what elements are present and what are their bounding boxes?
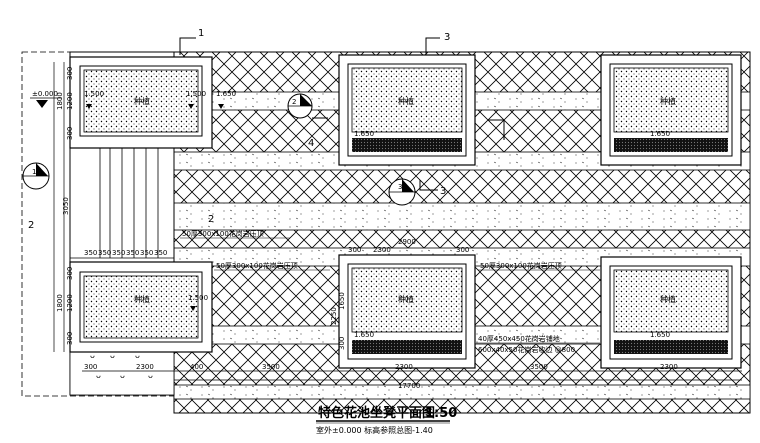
- col-dim-1: 350: [84, 249, 97, 257]
- note-2: 50厚300x100花岗岩压顶: [216, 261, 298, 270]
- section-mark-3-num: 3: [398, 183, 402, 191]
- note-5: 600x40x50花岗岩收边 @800: [478, 345, 575, 354]
- planter-1-label: 种植: [134, 96, 150, 106]
- planter-dims: 2900 2300 300 300 2250 1650 300: [330, 238, 469, 350]
- elev-tag-4: 1.500: [188, 294, 208, 302]
- planter-dim-inner: 2300: [373, 246, 391, 254]
- planter-2-elev: 1.650: [354, 130, 374, 138]
- section-mark-2-num: 2: [292, 98, 296, 106]
- elevation-tags: 1.500 1.500 1.650 1.500: [84, 90, 236, 311]
- elevation-marker: ±0.000: [30, 90, 62, 108]
- left-dimension-chain: [53, 62, 65, 352]
- grass-symbols: ᴗ ᴗ ᴗ ᴗ ᴗ ᴗ: [90, 351, 153, 380]
- planter-dim-side-r: 300: [456, 246, 469, 254]
- col-dim-5: 350: [140, 249, 153, 257]
- planter-dim-outer: 2900: [398, 238, 416, 246]
- section-mark-3-label: 3: [440, 186, 446, 197]
- planter-5-elev: 1.650: [354, 331, 374, 339]
- left-dim-9: 300: [66, 332, 74, 345]
- left-dim-8: 1200: [66, 294, 74, 312]
- bottom-dim-2: 2300: [136, 363, 154, 371]
- drawing-subtitle: 室外±0.000 标高参照总图-1.40: [316, 425, 433, 435]
- section-mark-2: 2: [287, 93, 328, 119]
- svg-text:ᴗ: ᴗ: [135, 351, 140, 360]
- left-dim-6: 300: [66, 267, 74, 280]
- elev-tag-1: 1.500: [84, 90, 104, 98]
- callout-3: 3: [444, 32, 450, 43]
- bottom-dim-1: 300: [84, 363, 97, 371]
- callout-4: 4: [308, 138, 314, 149]
- svg-text:ᴗ: ᴗ: [148, 371, 153, 380]
- section-mark-1-num: 1: [32, 168, 36, 176]
- planter-2: 种植 1.650: [338, 54, 476, 166]
- left-dim-2: 1800: [56, 92, 64, 110]
- left-dim-4: 300: [66, 127, 74, 140]
- bottom-dim-6: 3500: [530, 363, 548, 371]
- planter-3-elev: 1.650: [650, 130, 670, 138]
- bottom-dim-7: 2300: [660, 363, 678, 371]
- col-dim-2: 350: [98, 249, 111, 257]
- bottom-dim-4: 3500: [262, 363, 280, 371]
- planter-dim-h2: 1650: [338, 292, 346, 310]
- planter-dim-h1: 2250: [330, 307, 338, 325]
- svg-text:ᴗ: ᴗ: [120, 371, 125, 380]
- svg-text:ᴗ: ᴗ: [90, 351, 95, 360]
- total-dim: 17700: [398, 382, 420, 390]
- planter-4-label: 种植: [134, 294, 150, 304]
- elevation-marker-text: ±0.000: [32, 90, 58, 98]
- section-mark-1-label: 2: [28, 220, 34, 231]
- planter-5-label: 种植: [398, 294, 414, 304]
- note-3: 50厚300x100花岗岩压顶: [480, 261, 562, 270]
- elev-tag-3: 1.650: [216, 90, 236, 98]
- material-notes: 50厚300x100花岗岩压顶 50厚300x100花岗岩压顶 50厚300x1…: [180, 229, 600, 354]
- note-1: 50厚300x100花岗岩压顶: [182, 229, 264, 238]
- planter-5: 种植 1.650: [338, 254, 476, 369]
- svg-text:ᴗ: ᴗ: [110, 351, 115, 360]
- column-dims: 350 350 350 350 350 350: [84, 249, 167, 257]
- title-block: 特色花池坐凳平面图 1:50 室外±0.000 标高参照总图-1.40: [316, 405, 457, 435]
- planter-6: 种植 1.650: [600, 256, 742, 369]
- planter-3: 种植 1.650: [600, 54, 742, 166]
- planter-3-label: 种植: [660, 96, 676, 106]
- left-dim-7: 1800: [56, 294, 64, 312]
- planter-6-label: 种植: [660, 294, 676, 304]
- section-cut-right: [488, 119, 505, 140]
- planter-4: 种植: [69, 261, 213, 353]
- planter-dim-h3: 300: [338, 337, 346, 350]
- planter-dim-side-l: 300: [348, 246, 361, 254]
- col-dim-6: 350: [154, 249, 167, 257]
- col-dim-4: 350: [126, 249, 139, 257]
- callout-1: 1: [198, 28, 204, 39]
- left-dim-1: 300: [66, 67, 74, 80]
- planter-1: 种植: [69, 56, 213, 149]
- planter-6-elev: 1.650: [650, 331, 670, 339]
- drawing-title: 特色花池坐凳平面图: [318, 405, 435, 421]
- note-4: 40厚450x450花岗岩铺地: [478, 334, 560, 343]
- section-mark-1: 1 2: [22, 162, 50, 231]
- col-dim-3: 350: [112, 249, 125, 257]
- callout-2-mid: 2: [208, 214, 214, 225]
- svg-text:ᴗ: ᴗ: [96, 371, 101, 380]
- elev-tag-2: 1.500: [186, 90, 206, 98]
- left-dim-3: 1200: [66, 92, 74, 110]
- left-dim-5: 3050: [62, 197, 70, 215]
- callout-leaders: [179, 37, 440, 55]
- bottom-dim-5: 2300: [395, 363, 413, 371]
- bottom-dimension-chain: [82, 370, 742, 381]
- grass-bed: [69, 344, 175, 396]
- drawing-scale: 1:50: [425, 406, 457, 421]
- planter-2-label: 种植: [398, 96, 414, 106]
- bottom-dim-3: 400: [190, 363, 203, 371]
- section-mark-3: 3 3: [388, 178, 446, 206]
